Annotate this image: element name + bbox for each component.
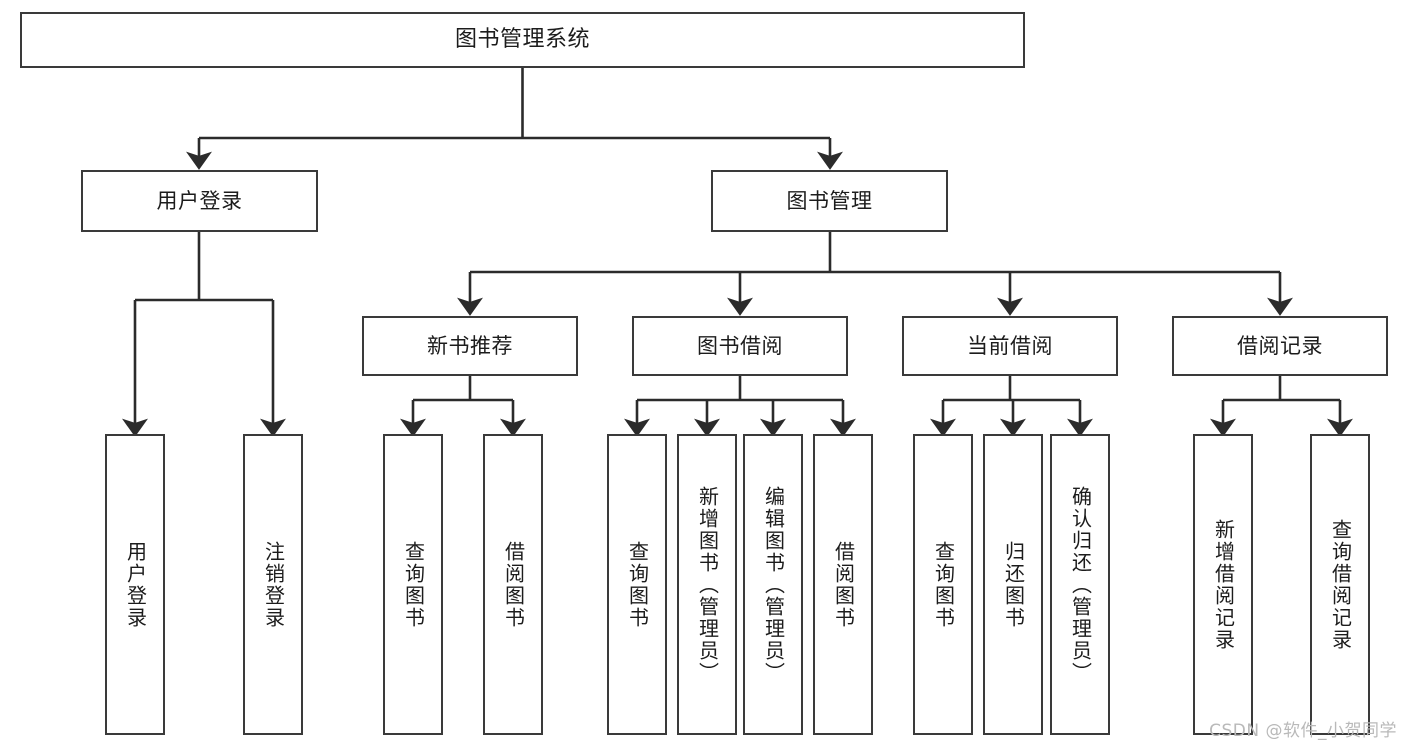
leaf-book-borrow-query-book[interactable]: 查询图书 [607, 434, 667, 735]
node-root-book-management-system[interactable]: 图书管理系统 [20, 12, 1025, 68]
leaf-new-book-query-book[interactable]: 查询图书 [383, 434, 443, 735]
leaf-user-login-logout[interactable]: 注销登录 [243, 434, 303, 735]
node-book-management[interactable]: 图书管理 [711, 170, 948, 232]
leaf-book-borrow-borrow-book[interactable]: 借阅图书 [813, 434, 873, 735]
leaf-book-borrow-add-book-admin[interactable]: 新增图书（管理员） [677, 434, 737, 735]
node-user-login[interactable]: 用户登录 [81, 170, 318, 232]
leaf-new-book-borrow-book[interactable]: 借阅图书 [483, 434, 543, 735]
node-current-borrowing[interactable]: 当前借阅 [902, 316, 1118, 376]
leaf-user-login-login[interactable]: 用户登录 [105, 434, 165, 735]
leaf-book-borrow-edit-book-admin[interactable]: 编辑图书（管理员） [743, 434, 803, 735]
csdn-watermark: CSDN @软件_小贺同学 [1209, 721, 1397, 741]
leaf-current-borrow-query-book[interactable]: 查询图书 [913, 434, 973, 735]
leaf-current-borrow-confirm-return-admin[interactable]: 确认归还（管理员） [1050, 434, 1110, 735]
leaf-current-borrow-return-book[interactable]: 归还图书 [983, 434, 1043, 735]
node-book-borrowing[interactable]: 图书借阅 [632, 316, 848, 376]
leaf-borrow-record-query-record[interactable]: 查询借阅记录 [1310, 434, 1370, 735]
node-new-book-recommendation[interactable]: 新书推荐 [362, 316, 578, 376]
leaf-borrow-record-add-record[interactable]: 新增借阅记录 [1193, 434, 1253, 735]
node-borrowing-record[interactable]: 借阅记录 [1172, 316, 1388, 376]
